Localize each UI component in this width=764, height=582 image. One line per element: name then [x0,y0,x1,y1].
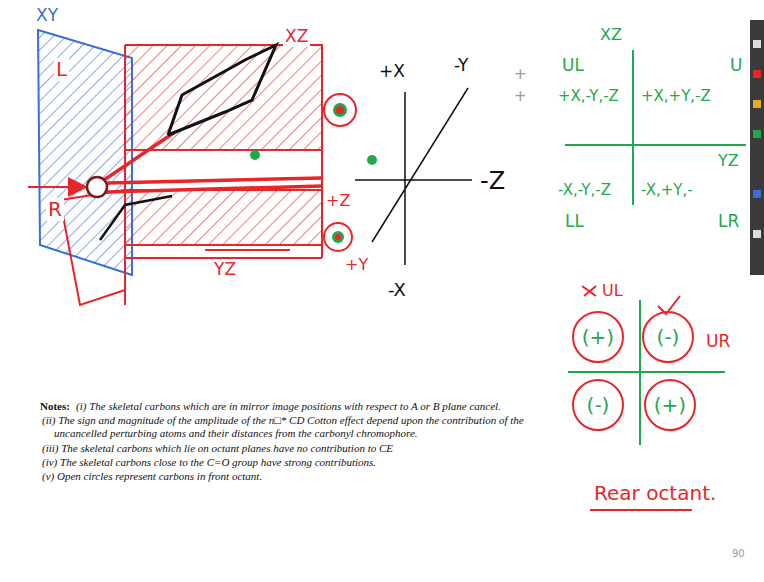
crossed-out-mark [582,286,596,296]
plane-label: XZ [598,26,624,44]
plane-label: XZ [283,27,310,47]
side-label: R [46,198,64,221]
tool-icon [753,130,761,138]
octant-coordinates: -X,-Y,-Z [556,182,613,199]
tool-icon [753,100,761,108]
sign-circle: (+) [571,310,625,364]
octant-label: U [728,56,744,76]
sign-text: (-) [571,378,625,432]
skeleton-ring [168,45,276,135]
note-text: (i) The skeletal carbons which are in mi… [74,400,560,413]
tool-icon [753,190,761,198]
view-arrow [28,186,84,188]
xy-plane [38,30,132,275]
plus-mark: + [512,88,529,105]
skeleton-bond [100,196,172,240]
plane-label: XY [34,6,60,26]
plane-outline [60,45,322,305]
plane-label: YZ [716,152,741,170]
tool-icon [753,40,761,48]
plane-label: YZ [212,260,238,280]
axis-label: +Z [324,192,352,210]
circled-carbon [324,223,352,251]
octant-coordinates: +X,+Y,-Z [639,88,713,105]
sign-circle: (-) [571,378,625,432]
sign-text: (+) [571,310,625,364]
sign-circle: (+) [643,378,697,432]
underline [590,509,692,511]
open-circle-carbon [87,177,107,197]
carbon-dot [333,103,347,117]
sign-quadrant-lines [568,300,725,445]
note-text: (iii) The skeletal carbons which lie on … [40,442,546,455]
toolbar [750,20,764,275]
axis-lines [355,88,472,265]
octant-label: UL [600,282,625,300]
note-text: (v) Open circles represent carbons in fr… [40,470,546,483]
octant-coordinates: +X,-Y,-Z [556,88,621,105]
axis-label: -Z [478,168,507,196]
sign-text: (+) [643,378,697,432]
carbon-dot [367,155,377,165]
carbon-dot [336,106,344,114]
note-text: (iv) The skeletal carbons close to the C… [40,456,546,469]
axis-label: -Y [452,56,471,76]
sign-circle: (-) [641,310,695,364]
octant-label: LL [563,212,586,232]
note-text: (ii) The sign and magnitude of the ampli… [40,414,546,439]
axis-label: +X [377,62,407,82]
side-label: L [54,58,69,81]
xz-plane-hatch [125,45,322,150]
octant-coordinates: -X,+Y,- [639,182,695,199]
sign-text: (-) [641,310,695,364]
octant-label: UL [560,56,586,76]
carbon-dot [332,231,344,243]
carbon-dot [250,150,260,160]
octant-label: UR [704,332,732,352]
tool-icon [753,230,761,238]
carbon-dot [335,234,341,240]
circled-carbon [324,94,356,126]
section-title: Rear octant. [592,482,718,505]
notes-heading: Notes: [38,400,72,413]
tool-icon [753,70,761,78]
plus-mark: + [512,66,529,83]
page-number: 90 [730,548,747,560]
octant-label: LR [716,212,741,232]
axis-label: -X [386,280,408,301]
axis-label: +Y [343,256,370,274]
carbonyl-axis [104,132,322,192]
